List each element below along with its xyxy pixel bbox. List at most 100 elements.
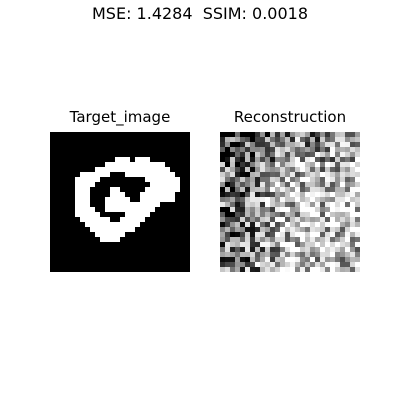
- reconstruction-pixel: [305, 237, 310, 242]
- reconstruction-pixel: [340, 242, 345, 247]
- reconstruction-pixel: [350, 242, 355, 247]
- reconstruction-pixel: [225, 242, 230, 247]
- reconstruction-pixel: [265, 147, 270, 152]
- reconstruction-pixel: [235, 147, 240, 152]
- reconstruction-pixel: [315, 162, 320, 167]
- reconstruction-pixel: [260, 152, 265, 157]
- reconstruction-pixel: [285, 267, 290, 272]
- reconstruction-pixel: [355, 182, 360, 187]
- reconstruction-pixel: [290, 157, 295, 162]
- reconstruction-pixel: [330, 202, 335, 207]
- reconstruction-pixel: [350, 237, 355, 242]
- reconstruction-pixel: [310, 207, 315, 212]
- reconstruction-pixel: [250, 157, 255, 162]
- target-digit-pixel-run: [105, 202, 160, 207]
- reconstruction-pixel: [340, 217, 345, 222]
- reconstruction-pixel: [270, 267, 275, 272]
- reconstruction-pixel-noise: [220, 132, 360, 272]
- reconstruction-pixel: [350, 182, 355, 187]
- reconstruction-pixel: [280, 147, 285, 152]
- reconstruction-pixel: [260, 232, 265, 237]
- reconstruction-pixel: [295, 192, 300, 197]
- reconstruction-pixel: [280, 252, 285, 257]
- reconstruction-pixel: [255, 182, 260, 187]
- reconstruction-pixel: [230, 137, 235, 142]
- reconstruction-pixel: [230, 152, 235, 157]
- reconstruction-pixel: [355, 257, 360, 262]
- reconstruction-pixel: [240, 247, 245, 252]
- reconstruction-pixel: [290, 252, 295, 257]
- reconstruction-pixel: [280, 167, 285, 172]
- reconstruction-pixel: [250, 182, 255, 187]
- reconstruction-pixel: [315, 257, 320, 262]
- reconstruction-pixel: [345, 152, 350, 157]
- reconstruction-pixel: [305, 242, 310, 247]
- reconstruction-pixel: [350, 147, 355, 152]
- reconstruction-pixel: [245, 247, 250, 252]
- reconstruction-pixel: [315, 132, 320, 137]
- reconstruction-pixel: [300, 157, 305, 162]
- reconstruction-pixel: [305, 142, 310, 147]
- reconstruction-pixel: [280, 242, 285, 247]
- reconstruction-pixel: [340, 132, 345, 137]
- reconstruction-pixel: [290, 257, 295, 262]
- reconstruction-pixel: [330, 262, 335, 267]
- reconstruction-pixel: [325, 172, 330, 177]
- reconstruction-pixel: [235, 227, 240, 232]
- reconstruction-pixel: [355, 152, 360, 157]
- reconstruction-pixel: [325, 247, 330, 252]
- reconstruction-pixel: [300, 147, 305, 152]
- reconstruction-pixel: [270, 172, 275, 177]
- reconstruction-pixel: [320, 167, 325, 172]
- reconstruction-pixel: [245, 262, 250, 267]
- target-digit-pixel-run: [75, 192, 90, 197]
- reconstruction-pixel: [285, 262, 290, 267]
- reconstruction-pixel: [230, 222, 235, 227]
- reconstruction-pixel: [340, 182, 345, 187]
- reconstruction-pixel: [305, 152, 310, 157]
- reconstruction-pixel: [350, 187, 355, 192]
- reconstruction-pixel: [335, 157, 340, 162]
- reconstruction-pixel: [275, 197, 280, 202]
- reconstruction-pixel: [300, 172, 305, 177]
- reconstruction-pixel: [260, 162, 265, 167]
- reconstruction-pixel: [270, 257, 275, 262]
- reconstruction-pixel: [325, 192, 330, 197]
- reconstruction-pixel: [280, 232, 285, 237]
- reconstruction-pixel: [345, 202, 350, 207]
- reconstruction-pixel: [305, 232, 310, 237]
- reconstruction-pixel: [280, 132, 285, 137]
- reconstruction-pixel: [275, 137, 280, 142]
- reconstruction-pixel: [305, 167, 310, 172]
- reconstruction-pixel: [350, 202, 355, 207]
- reconstruction-pixel: [275, 237, 280, 242]
- target-digit-pixel-run: [105, 197, 130, 202]
- reconstruction-pixel: [235, 202, 240, 207]
- reconstruction-pixel: [220, 162, 225, 167]
- reconstruction-pixel: [335, 177, 340, 182]
- reconstruction-pixel: [330, 157, 335, 162]
- reconstruction-pixel: [325, 142, 330, 147]
- reconstruction-pixel: [320, 227, 325, 232]
- reconstruction-pixel: [345, 187, 350, 192]
- reconstruction-pixel: [275, 227, 280, 232]
- reconstruction-pixel: [300, 217, 305, 222]
- reconstruction-pixel: [350, 252, 355, 257]
- reconstruction-pixel: [275, 147, 280, 152]
- reconstruction-pixel: [225, 232, 230, 237]
- reconstruction-pixel: [345, 197, 350, 202]
- reconstruction-pixel: [235, 222, 240, 227]
- reconstruction-pixel: [290, 182, 295, 187]
- reconstruction-pixel: [225, 137, 230, 142]
- reconstruction-pixel: [335, 222, 340, 227]
- reconstruction-pixel: [260, 267, 265, 272]
- reconstruction-pixel: [355, 207, 360, 212]
- reconstruction-pixel: [300, 232, 305, 237]
- reconstruction-pixel: [340, 262, 345, 267]
- reconstruction-pixel: [225, 262, 230, 267]
- reconstruction-pixel: [260, 252, 265, 257]
- reconstruction-pixel: [345, 142, 350, 147]
- reconstruction-pixel: [325, 197, 330, 202]
- reconstruction-pixel: [245, 192, 250, 197]
- reconstruction-pixel: [290, 217, 295, 222]
